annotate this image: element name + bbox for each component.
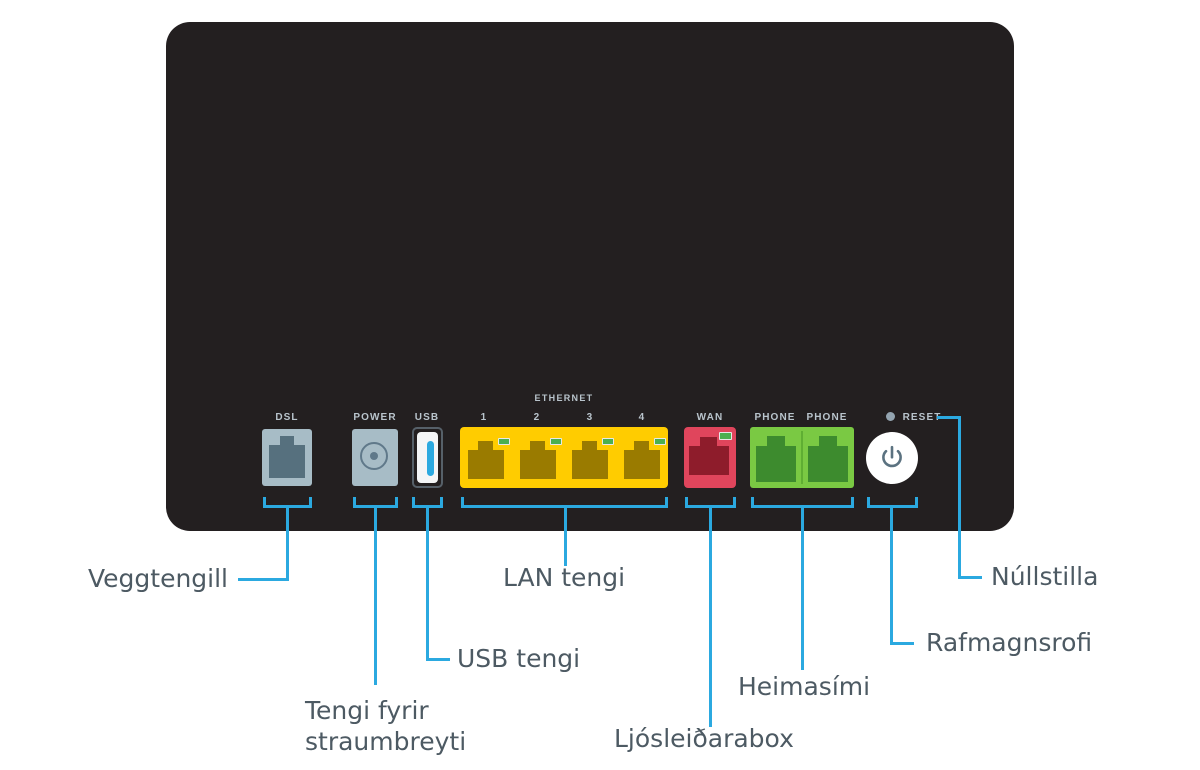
ethernet-port-1[interactable] bbox=[464, 436, 510, 479]
reset-label: RESET bbox=[902, 412, 942, 423]
phone-port-1[interactable] bbox=[752, 433, 800, 482]
ethernet-port-block bbox=[460, 427, 668, 488]
rj45-jack-body-icon bbox=[624, 450, 660, 479]
power-jack-port[interactable] bbox=[352, 429, 398, 486]
callout-label-power-adapter: Tengi fyrir straumbreyti bbox=[305, 696, 467, 756]
rj45-jack-icon bbox=[634, 441, 649, 451]
rj45-jack-body-icon bbox=[572, 450, 608, 479]
link-led-icon bbox=[719, 432, 732, 440]
rj11-jack-icon bbox=[280, 436, 294, 446]
callout-label-reset: Núllstilla bbox=[991, 562, 1099, 591]
power-port-label: POWER bbox=[353, 412, 397, 423]
ethernet-group-label: ETHERNET bbox=[534, 393, 594, 403]
phone-port-block bbox=[750, 427, 854, 488]
link-led-icon bbox=[550, 438, 562, 445]
rj45-jack-icon bbox=[530, 441, 545, 451]
ethernet-port-4-label: 4 bbox=[638, 412, 646, 423]
rj11-jack-icon bbox=[819, 436, 837, 447]
rj45-jack-icon bbox=[478, 441, 493, 451]
phone-port-divider bbox=[801, 431, 803, 484]
phone-port-2-label: PHONE bbox=[806, 412, 848, 423]
ethernet-port-2-label: 2 bbox=[533, 412, 541, 423]
wan-port[interactable] bbox=[684, 427, 736, 488]
callout-label-home-phone: Heimasími bbox=[738, 672, 871, 701]
ethernet-port-3-label: 3 bbox=[586, 412, 594, 423]
dsl-port-label: DSL bbox=[275, 412, 299, 423]
callout-label-power-switch: Rafmagnsrofi bbox=[926, 628, 1093, 657]
wan-port-label: WAN bbox=[696, 412, 724, 423]
callout-label-lan-ports: LAN tengi bbox=[503, 563, 626, 592]
reset-pinhole-icon[interactable] bbox=[886, 412, 895, 421]
barrel-jack-icon bbox=[360, 442, 388, 470]
rj45-jack-body-icon bbox=[520, 450, 556, 479]
rj45-jack-body-icon bbox=[689, 446, 729, 475]
ethernet-port-3[interactable] bbox=[568, 436, 614, 479]
power-symbol-icon bbox=[882, 445, 902, 468]
dsl-port[interactable] bbox=[262, 429, 312, 486]
link-led-icon bbox=[498, 438, 510, 445]
ethernet-port-1-label: 1 bbox=[480, 412, 488, 423]
rj11-jack-body-icon bbox=[756, 446, 796, 482]
rj11-jack-body-icon bbox=[808, 446, 848, 482]
usb-port-blade-icon bbox=[427, 441, 434, 476]
usb-port-icon bbox=[417, 432, 438, 483]
phone-port-1-label: PHONE bbox=[754, 412, 796, 423]
link-led-icon bbox=[602, 438, 614, 445]
usb-port[interactable] bbox=[412, 427, 443, 488]
callout-label-wall-socket: Veggtengill bbox=[87, 564, 228, 593]
rj45-jack-icon bbox=[582, 441, 597, 451]
link-led-icon bbox=[654, 438, 666, 445]
usb-port-label: USB bbox=[414, 412, 440, 423]
rj45-jack-body-icon bbox=[468, 450, 504, 479]
ethernet-port-2[interactable] bbox=[516, 436, 562, 479]
barrel-jack-pin-icon bbox=[370, 452, 378, 460]
rj45-jack-icon bbox=[700, 437, 717, 447]
callout-label-fiber-box: Ljósleiðarabox bbox=[614, 724, 794, 753]
ethernet-port-4[interactable] bbox=[620, 436, 666, 479]
power-button[interactable] bbox=[866, 432, 918, 484]
rj11-jack-body-icon bbox=[269, 445, 305, 478]
callout-label-usb-port: USB tengi bbox=[457, 644, 581, 673]
rj11-jack-icon bbox=[767, 436, 785, 447]
phone-port-2[interactable] bbox=[804, 433, 852, 482]
